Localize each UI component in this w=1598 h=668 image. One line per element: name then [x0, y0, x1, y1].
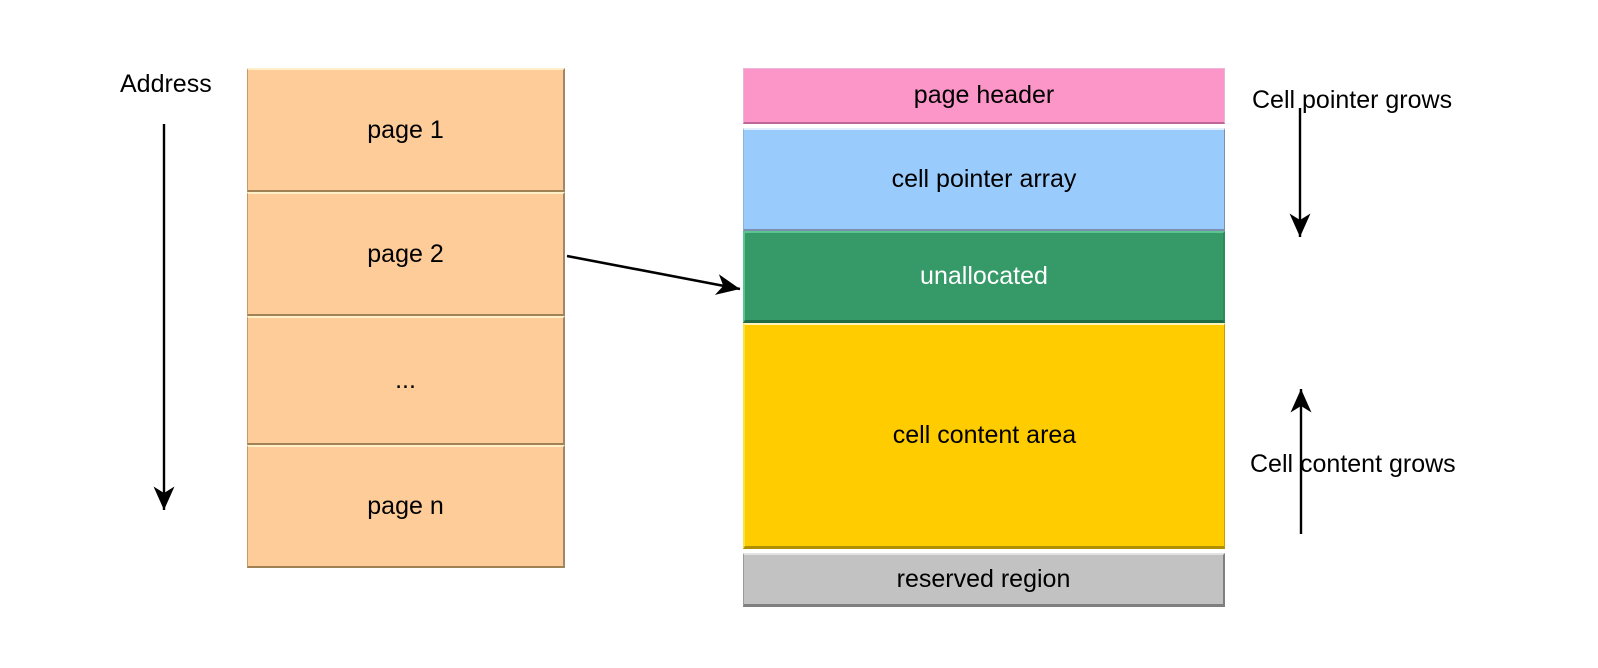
unallocated-label: unallocated	[920, 262, 1048, 290]
page-1-row: page 1	[247, 68, 565, 192]
cell-content-area-row: cell content area	[743, 323, 1225, 549]
page-n-label: page n	[367, 492, 444, 520]
page-structure-stack: page header cell pointer array unallocat…	[743, 68, 1225, 607]
page-1-label: page 1	[367, 115, 444, 144]
page2-to-page-structure-arrow	[566, 254, 741, 295]
page-header-row: page header	[743, 68, 1225, 124]
ellipsis-label: ...	[395, 366, 416, 394]
ellipsis-row: ...	[247, 316, 565, 445]
unallocated-row: unallocated	[743, 231, 1225, 323]
cell-content-area-label: cell content area	[892, 421, 1077, 449]
reserved-region-row: reserved region	[743, 553, 1225, 607]
cell-pointer-array-row: cell pointer array	[743, 128, 1225, 231]
cell-pointer-grows-label: Cell pointer grows	[1252, 86, 1453, 114]
cell-content-grows-label: Cell content grows	[1250, 450, 1456, 478]
address-label: Address	[120, 70, 212, 98]
pages-stack: page 1 page 2 ... page n	[247, 68, 565, 568]
page-n-row: page n	[247, 445, 565, 568]
page-2-row: page 2	[247, 192, 565, 316]
page-2-label: page 2	[367, 239, 444, 268]
page-header-label: page header	[913, 81, 1055, 109]
cell-pointer-array-label: cell pointer array	[891, 165, 1077, 193]
reserved-region-label: reserved region	[896, 565, 1071, 593]
